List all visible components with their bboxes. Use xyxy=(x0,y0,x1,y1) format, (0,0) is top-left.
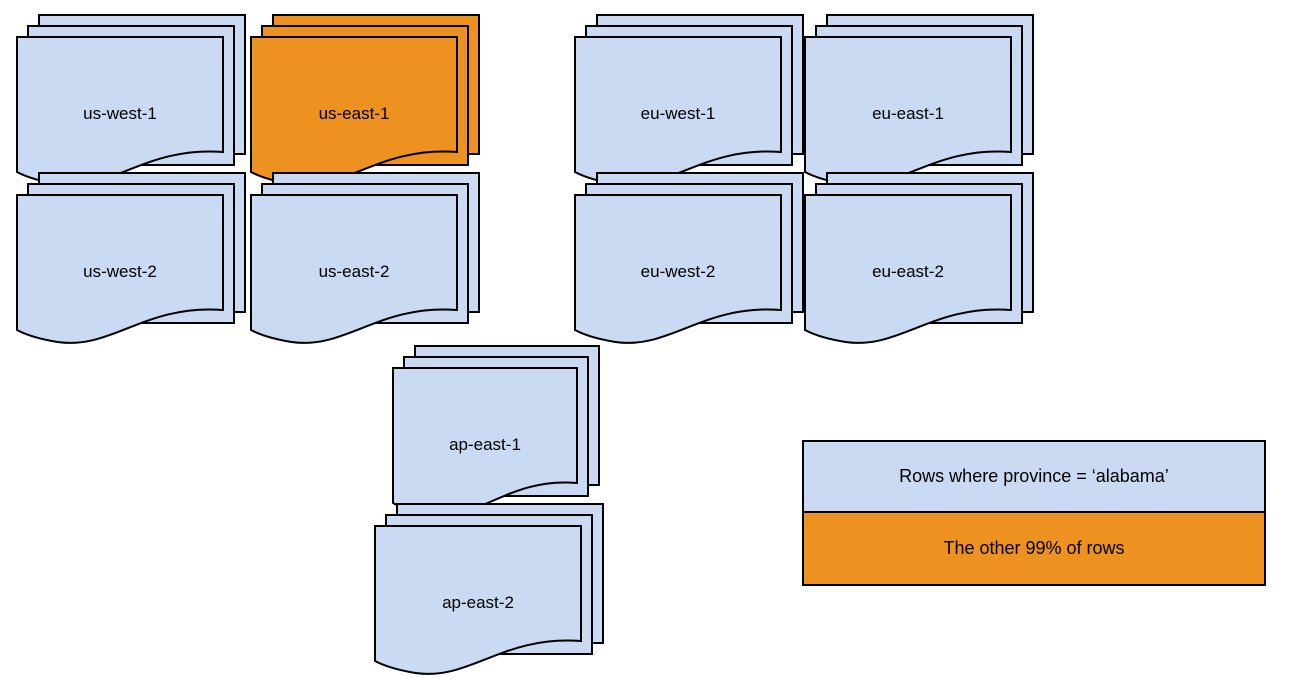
region-stack-eu-west-2[interactable]: eu-west-2 xyxy=(574,172,804,344)
legend-item-label: Rows where province = ‘alabama’ xyxy=(899,466,1169,486)
region-stack-eu-east-2[interactable]: eu-east-2 xyxy=(804,172,1034,344)
stack-graphic xyxy=(250,172,480,344)
document-front xyxy=(574,194,782,344)
stack-graphic xyxy=(804,14,1034,186)
legend-item-label: The other 99% of rows xyxy=(943,538,1125,558)
region-stack-eu-west-1[interactable]: eu-west-1 xyxy=(574,14,804,186)
stack-graphic xyxy=(392,345,600,517)
region-stack-eu-east-1[interactable]: eu-east-1 xyxy=(804,14,1034,186)
document-front xyxy=(16,194,224,344)
region-stack-us-east-2[interactable]: us-east-2 xyxy=(250,172,480,344)
region-stack-us-west-2[interactable]: us-west-2 xyxy=(16,172,246,344)
document-front xyxy=(374,525,582,675)
region-stack-us-east-1[interactable]: us-east-1 xyxy=(250,14,480,186)
stack-graphic xyxy=(574,14,804,186)
legend: Rows where province = ‘alabama’ The other… xyxy=(802,440,1266,586)
region-stack-us-west-1[interactable]: us-west-1 xyxy=(16,14,246,186)
stack-graphic xyxy=(574,172,804,344)
region-stack-ap-east-1[interactable]: ap-east-1 xyxy=(392,345,600,517)
legend-item-1: The other 99% of rows xyxy=(804,513,1264,584)
document-front xyxy=(804,194,1012,344)
stack-graphic xyxy=(374,503,604,675)
document-front xyxy=(250,194,458,344)
region-stack-ap-east-2[interactable]: ap-east-2 xyxy=(374,503,604,675)
stack-graphic xyxy=(250,14,480,186)
stack-graphic xyxy=(16,14,246,186)
stack-graphic xyxy=(16,172,246,344)
legend-item-0: Rows where province = ‘alabama’ xyxy=(804,442,1264,513)
stack-graphic xyxy=(804,172,1034,344)
